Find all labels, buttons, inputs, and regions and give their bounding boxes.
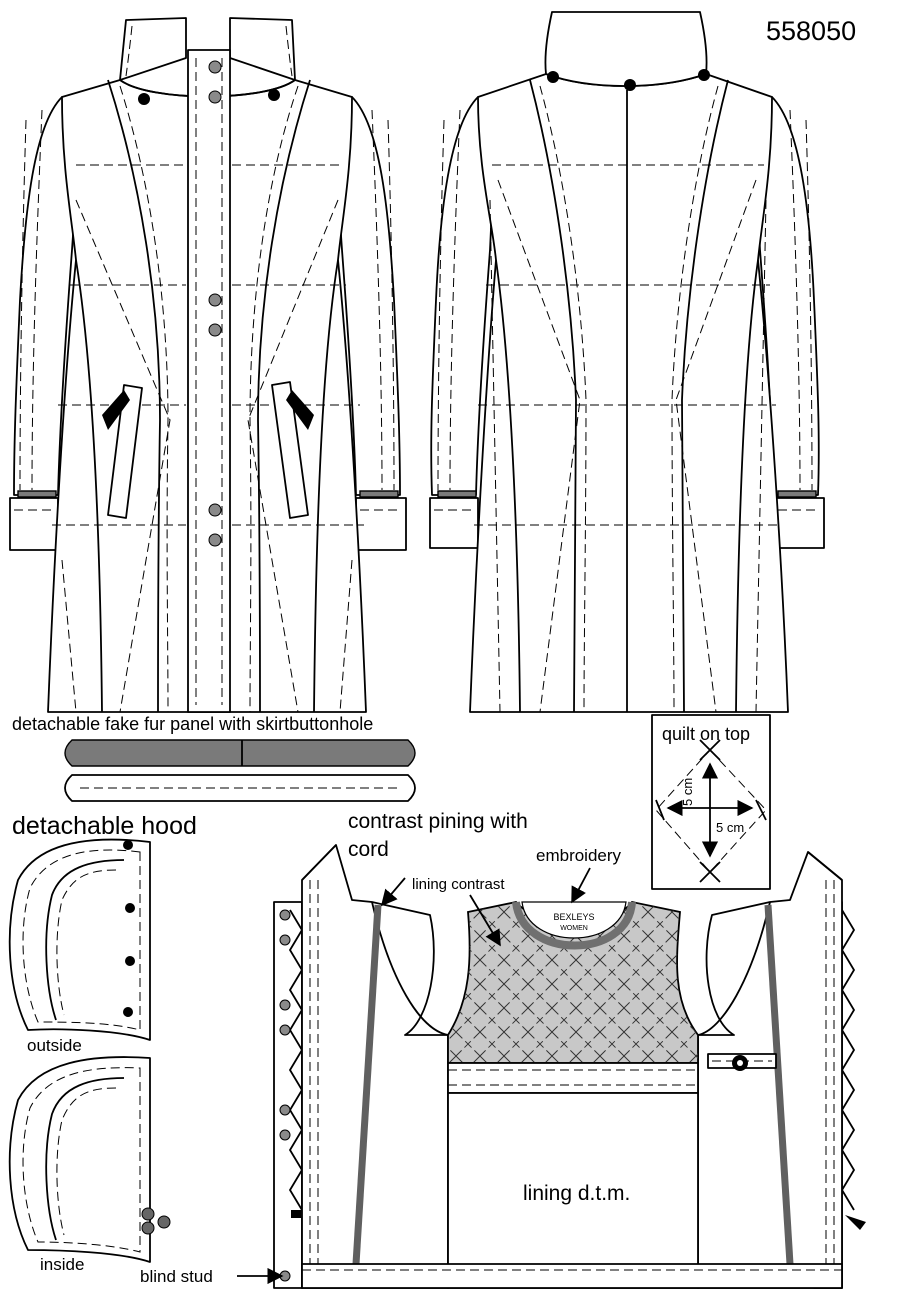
lining-contrast-label: lining contrast	[412, 876, 505, 893]
left-cuff-front	[9, 497, 59, 551]
style-number: 558050	[766, 16, 857, 46]
hood-label: detachable hood	[12, 812, 197, 840]
right-welt-pocket	[271, 381, 309, 519]
brand-label-sub: WOMEN	[560, 925, 588, 932]
hood-outside-drawing	[8, 838, 151, 1041]
quilt-vertical-dimension: 5 cm	[680, 777, 695, 806]
neck-contrast-band	[512, 901, 636, 950]
quilt-diagram	[651, 714, 771, 890]
quilt-horizontal-dimension: 5 cm	[716, 820, 745, 835]
quilt-title-label: quilt on top	[662, 724, 751, 744]
embroidery-label: embroidery	[536, 846, 622, 865]
coat-front-view	[9, 17, 407, 713]
right-cuff-front	[355, 497, 407, 551]
left-welt-pocket	[107, 384, 143, 519]
collar-front	[119, 17, 187, 81]
fur-panel-drawing	[64, 739, 416, 802]
fur-panel-label: detachable fake fur panel with skirtbutt…	[12, 714, 374, 734]
lining-dtm-label: lining d.t.m.	[523, 1182, 631, 1205]
hood-inside-drawing	[8, 1056, 171, 1263]
blind-stud-label: blind stud	[140, 1267, 213, 1286]
collar-back	[544, 11, 708, 87]
lining-body	[301, 844, 449, 1289]
contrast-piping-left	[352, 904, 382, 1265]
contrast-piping-right	[764, 904, 794, 1265]
hood-outside-label: outside	[27, 1036, 82, 1055]
lining-inside-view	[273, 844, 866, 1289]
callout-arrows	[237, 867, 591, 1285]
brand-label-main: BEXLEYS	[553, 912, 595, 922]
contrast-piping-label: contrast pining with cord	[348, 810, 528, 861]
fur-panel-grey	[64, 739, 416, 767]
coat-back-view	[429, 11, 825, 713]
center-placket	[187, 49, 231, 713]
hood-inside-label: inside	[40, 1255, 85, 1274]
